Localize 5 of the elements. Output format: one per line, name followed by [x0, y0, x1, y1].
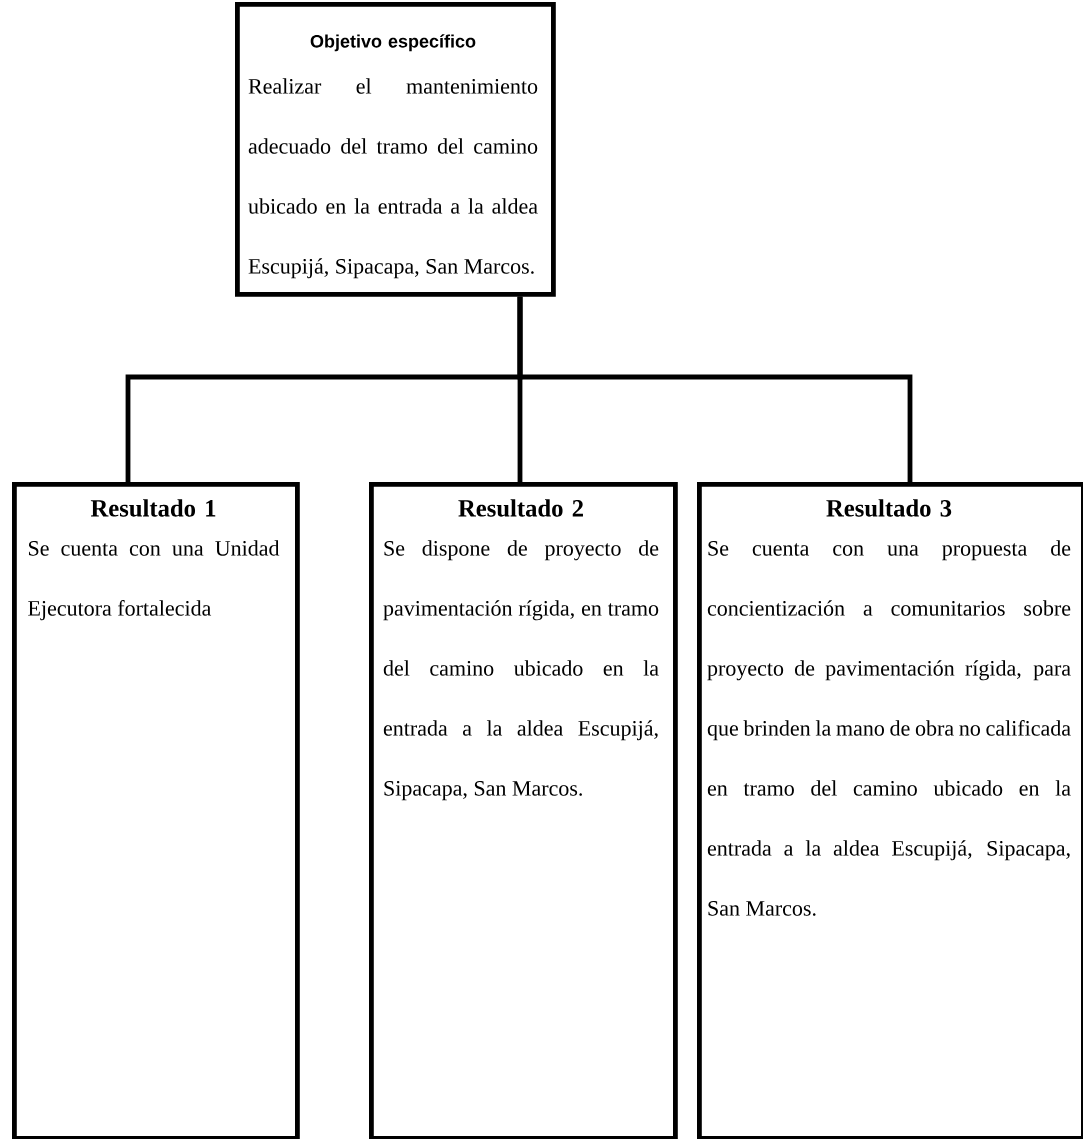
result-box: Resultado 1 Se cuenta con una Unidad Ejecutora fortalecida	[12, 482, 300, 1139]
result-box: Resultado 3 Se cuenta con una propuesta de concientización a comunitarios sobre proyecto de pavimentación rígida, para que brinden la mano de obra no calificada en tramo del camino ubicado en la entrada a la aldea Escupijá, Sipacapa, San Marcos.	[697, 482, 1083, 1139]
result-box: Resultado 2 Se dispone de proyecto de pavimentación rígida, en tramo del camino ubicado en la entrada a la aldea Escupijá, Sipacapa, San Marcos.	[369, 482, 678, 1139]
objective-box: Objetivo específico Realizar el mantenimiento adecuado del tramo del camino ubicado en la entrada a la aldea Escupijá, Sipacapa, San Marcos.	[235, 2, 556, 297]
connector-line	[517, 296, 913, 482]
